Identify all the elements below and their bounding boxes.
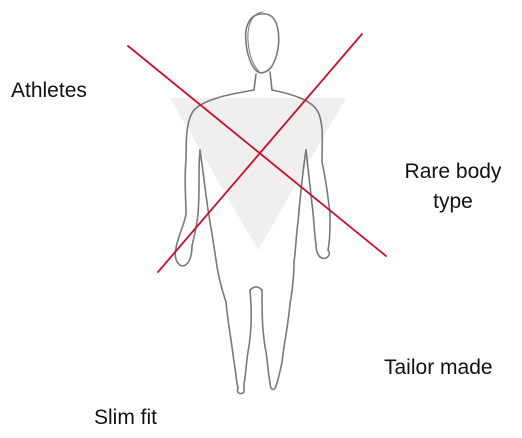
label-rare-body-type: Rare body type [390, 157, 516, 217]
figure-left-arm [176, 160, 186, 248]
figure-left-leg [226, 302, 238, 388]
label-slim-fit: Slim fit [94, 405, 157, 431]
label-tailor-made: Tailor made [384, 355, 493, 381]
figure-right-leg [276, 304, 290, 386]
label-athletes: Athletes [11, 78, 87, 104]
figure-neck [254, 74, 256, 90]
